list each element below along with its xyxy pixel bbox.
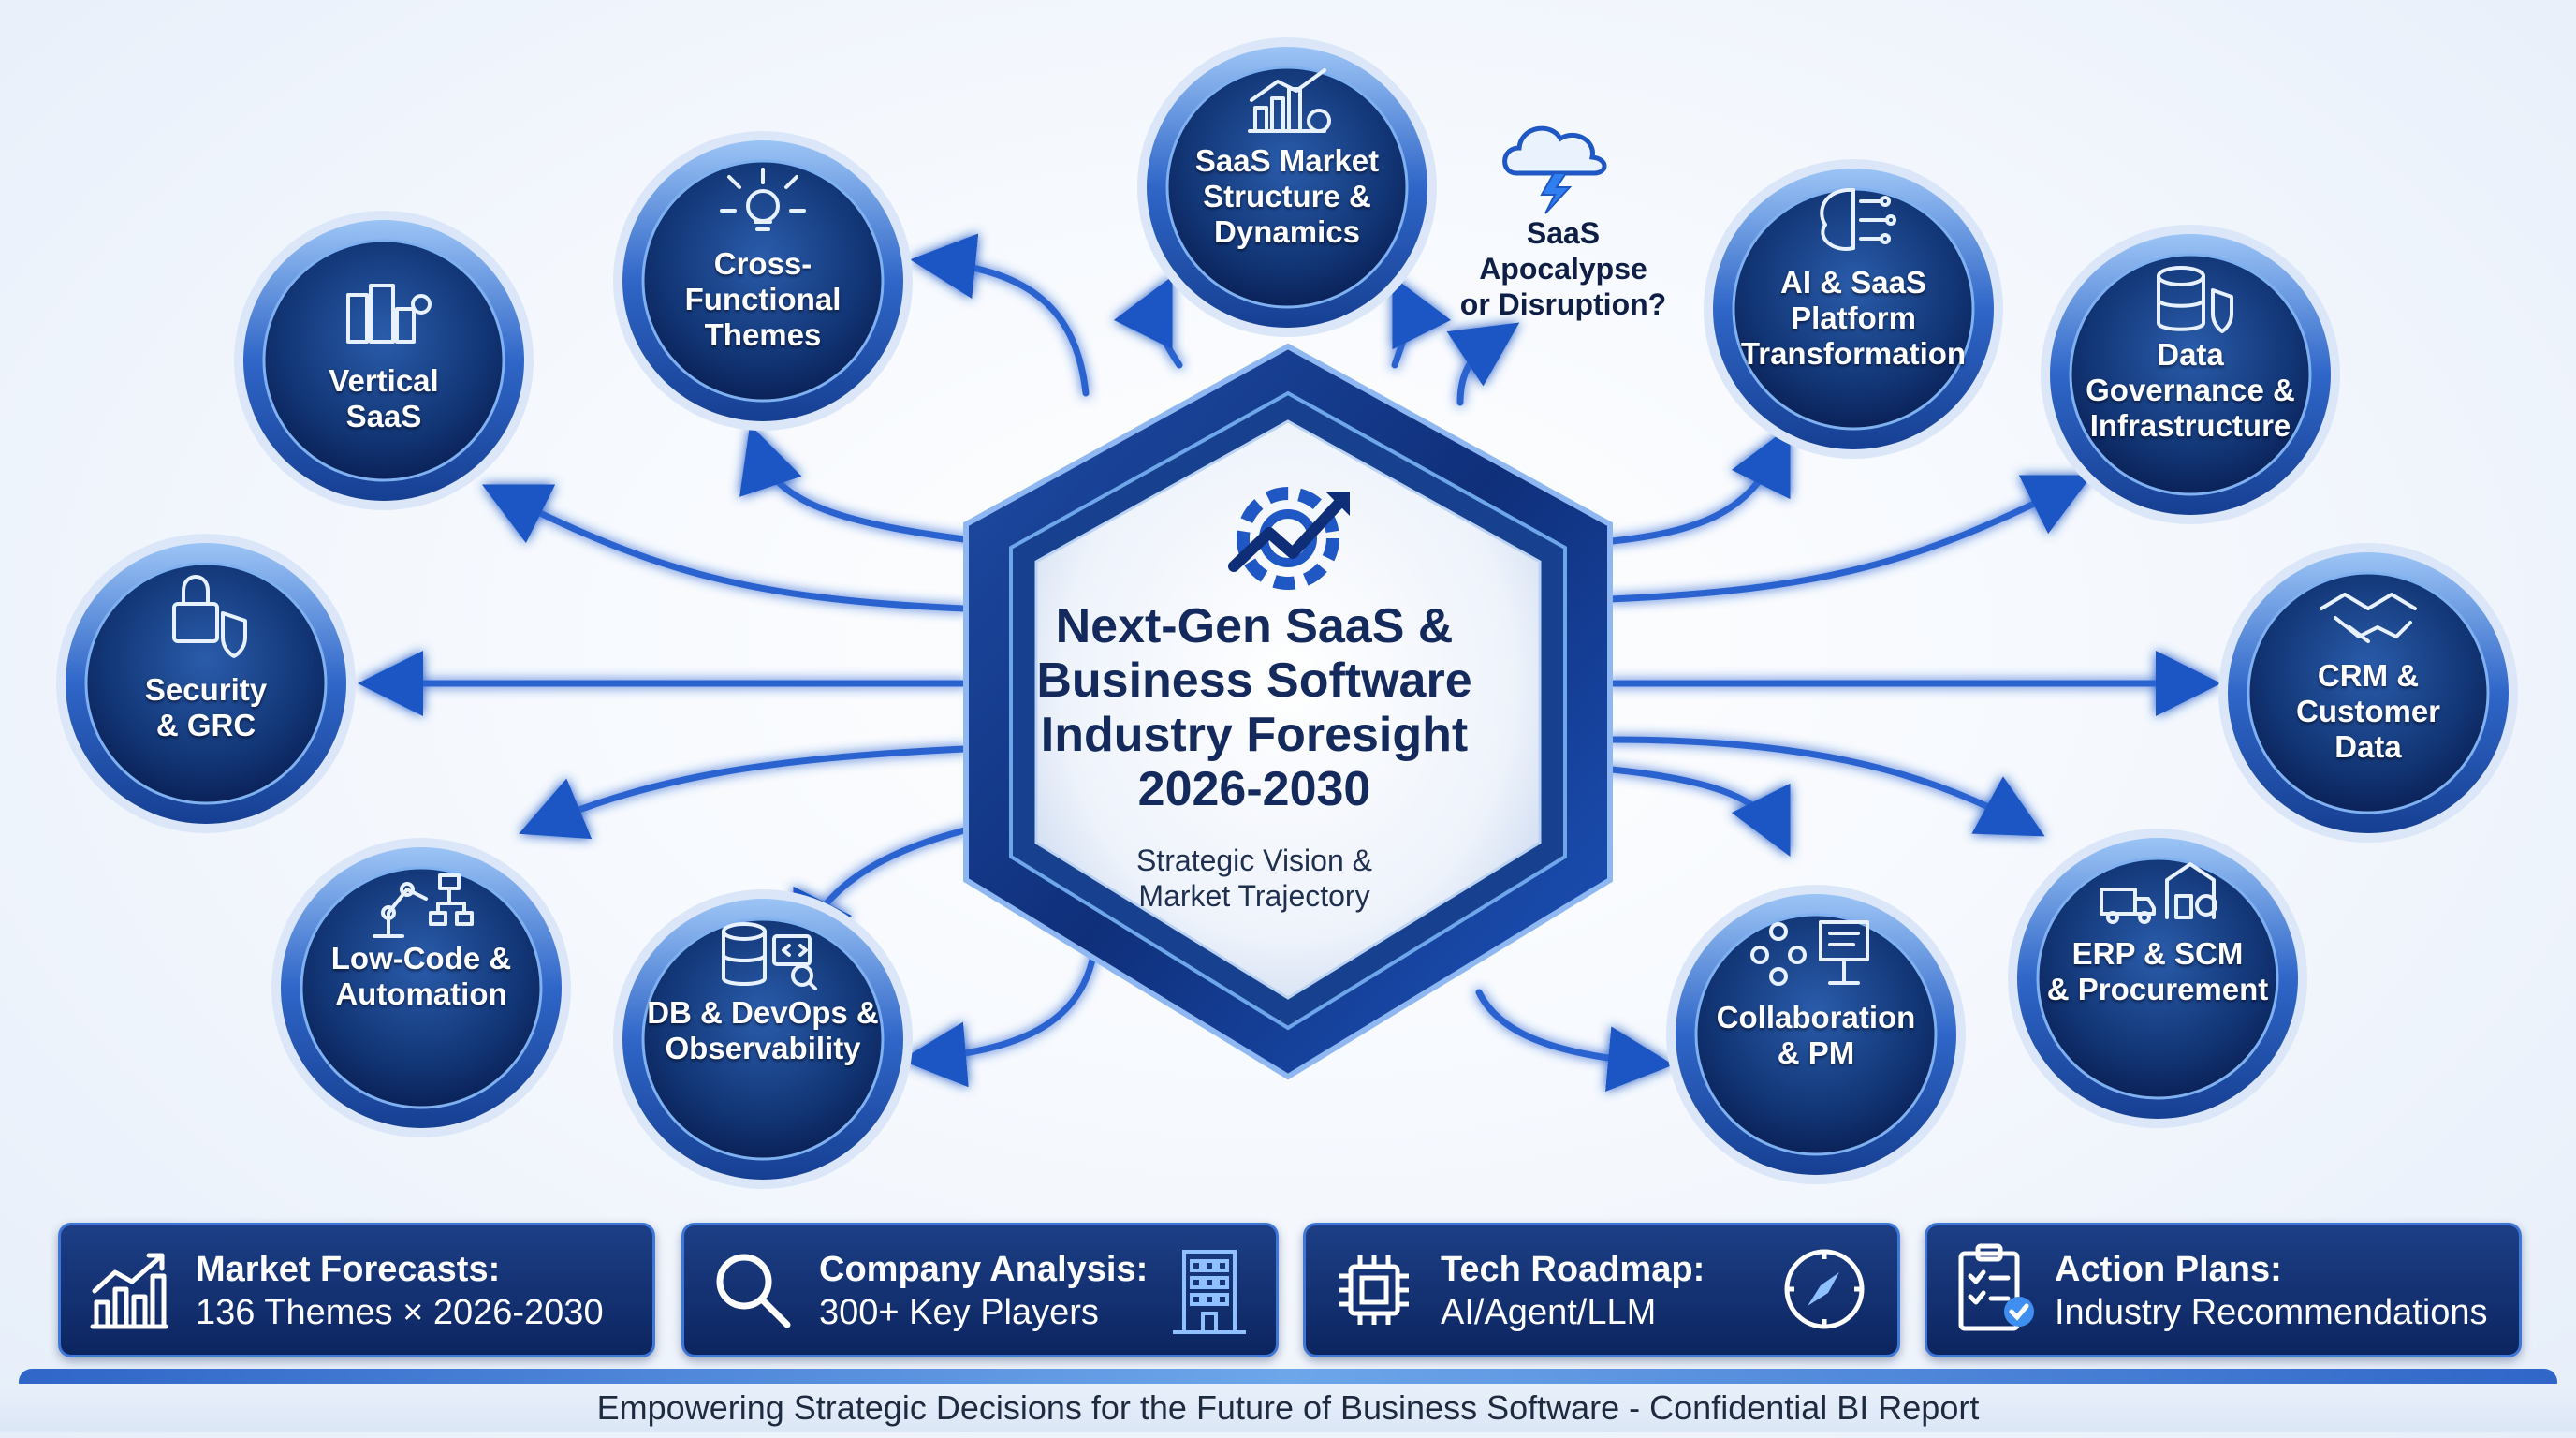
- arrow-to-market-right: [1391, 275, 1452, 369]
- chart-gear-icon: [1248, 68, 1331, 133]
- feature-company-analysis[interactable]: Company Analysis: 300+ Key Players: [681, 1223, 1279, 1357]
- node-erp-scm[interactable]: [2008, 829, 2307, 1128]
- node-data-governance[interactable]: [2041, 225, 2340, 524]
- brain-circuit-icon: [1820, 187, 1896, 251]
- node-label-vertical-saas: Vertical SaaS: [329, 363, 439, 433]
- node-label-cross-functional: Cross- Functional Themes: [684, 246, 842, 352]
- team-board-icon: [1750, 920, 1869, 986]
- node-label-market-structure: SaaS Market Structure & Dynamics: [1194, 143, 1380, 249]
- arrow-to-collab: [1475, 989, 1674, 1093]
- footer-tagline: Empowering Strategic Decisions for the F…: [0, 1384, 2576, 1432]
- connector-arrows: [358, 233, 2221, 1093]
- robot-arm-flow-icon: [373, 873, 474, 938]
- node-label-collaboration: Collaboration & PM: [1716, 1000, 1916, 1070]
- node-cross-functional[interactable]: [613, 131, 913, 431]
- hub-subtitle: Strategic Vision & Market Trajectory: [1136, 844, 1372, 913]
- arrow-to-ai: [1588, 425, 1791, 547]
- arrow-to-erp: [1606, 736, 2045, 837]
- arrow-to-cross-top: [910, 233, 1090, 397]
- arrow-to-market-left: [1113, 275, 1183, 369]
- node-ai-saas[interactable]: [1704, 159, 2003, 459]
- node-label-erp-scm: ERP & SCM & Procurement: [2046, 936, 2269, 1006]
- clipboard-check-icon: [1958, 1243, 2034, 1331]
- hub-title: Next-Gen SaaS & Business Software Indust…: [1036, 599, 1472, 816]
- feature-title: Tech Roadmap:: [1441, 1250, 1705, 1289]
- handshake-icon: [2320, 593, 2417, 643]
- feature-subtitle: 136 Themes × 2026-2030: [196, 1293, 604, 1332]
- node-label-security-grc: Security & GRC: [144, 672, 268, 742]
- gear-growth-arrow-icon: [1228, 487, 1350, 590]
- hub-hexagon: [963, 343, 1613, 1080]
- storm-cloud-icon: [1502, 125, 1607, 214]
- node-label-low-code: Low-Code & Automation: [330, 941, 512, 1011]
- cpu-chip-icon: [1339, 1255, 1409, 1325]
- magnifier-icon: [716, 1254, 791, 1328]
- database-shield-icon: [2157, 266, 2233, 333]
- compass-icon: [1784, 1249, 1865, 1329]
- database-code-icon: [722, 922, 817, 990]
- arrow-to-data: [1606, 475, 2093, 603]
- arrow-to-vertical: [481, 484, 968, 612]
- feature-title: Action Plans:: [2055, 1250, 2282, 1289]
- feature-market-forecasts[interactable]: Market Forecasts: 136 Themes × 2026-2030: [58, 1223, 655, 1357]
- feature-subtitle: 300+ Key Players: [819, 1293, 1099, 1332]
- bar-chart-icon: [90, 1253, 168, 1329]
- office-building-icon: [1173, 1250, 1246, 1334]
- node-label-data-governance: Data Governance & Infrastructure: [2086, 337, 2295, 443]
- feature-title: Market Forecasts:: [196, 1250, 501, 1289]
- feature-subtitle: Industry Recommendations: [2055, 1293, 2488, 1332]
- arrow-to-cross: [739, 424, 996, 547]
- node-crm[interactable]: [2218, 543, 2518, 843]
- arrow-to-collab-top: [1588, 764, 1791, 858]
- arrow-to-callout: [1446, 322, 1520, 406]
- lock-shield-icon: [172, 575, 247, 658]
- arrow-to-lowcode: [519, 745, 968, 840]
- lightbulb-arrows-icon: [720, 168, 806, 231]
- node-label-ai-saas: AI & SaaS Platform Transformation: [1740, 265, 1967, 371]
- arrow-to-db-bottom: [900, 942, 1099, 1088]
- buildings-gear-icon: [346, 284, 432, 344]
- node-market-structure[interactable]: [1137, 37, 1437, 337]
- node-db-devops[interactable]: [613, 889, 913, 1189]
- node-security-grc[interactable]: [56, 534, 356, 833]
- truck-warehouse-icon: [2100, 862, 2217, 924]
- node-low-code[interactable]: [271, 838, 571, 1137]
- node-label-crm: CRM & Customer Data: [2295, 658, 2441, 764]
- feature-subtitle: AI/Agent/LLM: [1441, 1293, 1657, 1332]
- node-vertical-saas[interactable]: [234, 211, 534, 510]
- disruption-callout: SaaS Apocalypse or Disruption?: [1459, 216, 1667, 321]
- node-label-db-devops: DB & DevOps & Observability: [647, 995, 879, 1065]
- feature-action-plans[interactable]: Action Plans: Industry Recommendations: [1925, 1223, 2522, 1357]
- feature-tech-roadmap[interactable]: Tech Roadmap: AI/Agent/LLM: [1303, 1223, 1900, 1357]
- feature-title: Company Analysis:: [819, 1250, 1149, 1289]
- node-collaboration[interactable]: [1666, 885, 1966, 1184]
